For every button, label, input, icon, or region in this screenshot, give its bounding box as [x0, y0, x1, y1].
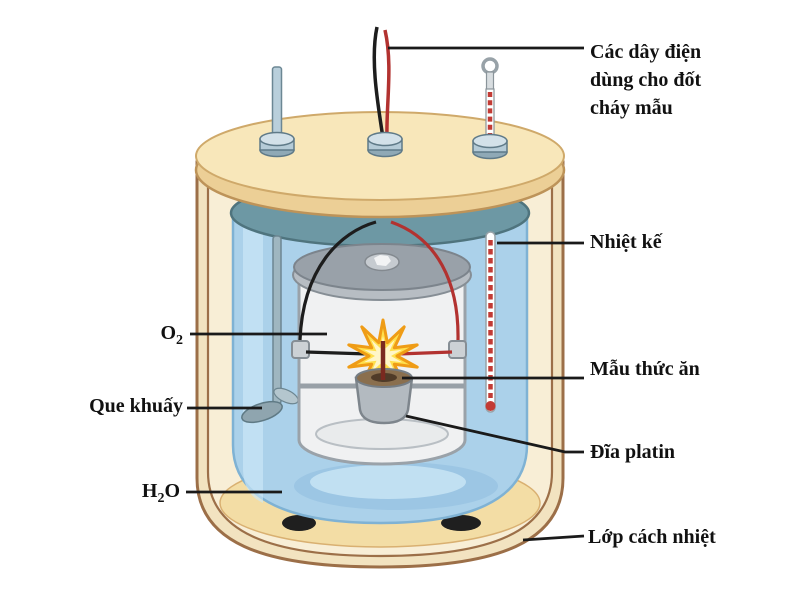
- label-ignition-wires: Các dây điện dùng cho đốt cháy mẫu: [590, 38, 701, 122]
- label-water: H2O: [141, 480, 180, 506]
- ignition-wires-top: [372, 26, 391, 139]
- leader-lines: [186, 46, 585, 542]
- label-ignition-wires-line3: cháy mẫu: [590, 97, 673, 119]
- glass-highlight: [243, 228, 263, 503]
- ignition-wires-inner: [298, 220, 460, 356]
- label-ignition-wires-line2: dùng cho đốt: [590, 69, 702, 91]
- stirrer-handle: [271, 66, 283, 142]
- stirrer-paddle: [241, 400, 283, 424]
- label-ignition-wires-line1: Các dây điện: [590, 41, 702, 63]
- label-platinum-dish: Đĩa platin: [590, 441, 676, 463]
- label-stirrer: Que khuấy: [89, 395, 183, 417]
- label-food-sample: Mẫu thức ăn: [590, 358, 700, 380]
- vessel-feet: [282, 515, 481, 531]
- platinum-dish: [354, 341, 414, 425]
- thermometer-bulb: [485, 401, 496, 411]
- thermometer-column: [485, 231, 496, 413]
- leader-insulation: [522, 534, 585, 542]
- label-thermometer: Nhiệt kế: [590, 231, 662, 253]
- leader-platinum-dish: [405, 414, 584, 454]
- label-insulation-layer: Lớp cách nhiệt: [588, 526, 716, 548]
- lid-caps: [259, 131, 508, 160]
- thermometer-ring: [481, 57, 499, 75]
- electrode-clamp-left: [291, 340, 310, 359]
- label-oxygen: O2: [160, 322, 183, 348]
- electrode-clamp-right: [448, 340, 467, 359]
- stirrer: [241, 235, 299, 424]
